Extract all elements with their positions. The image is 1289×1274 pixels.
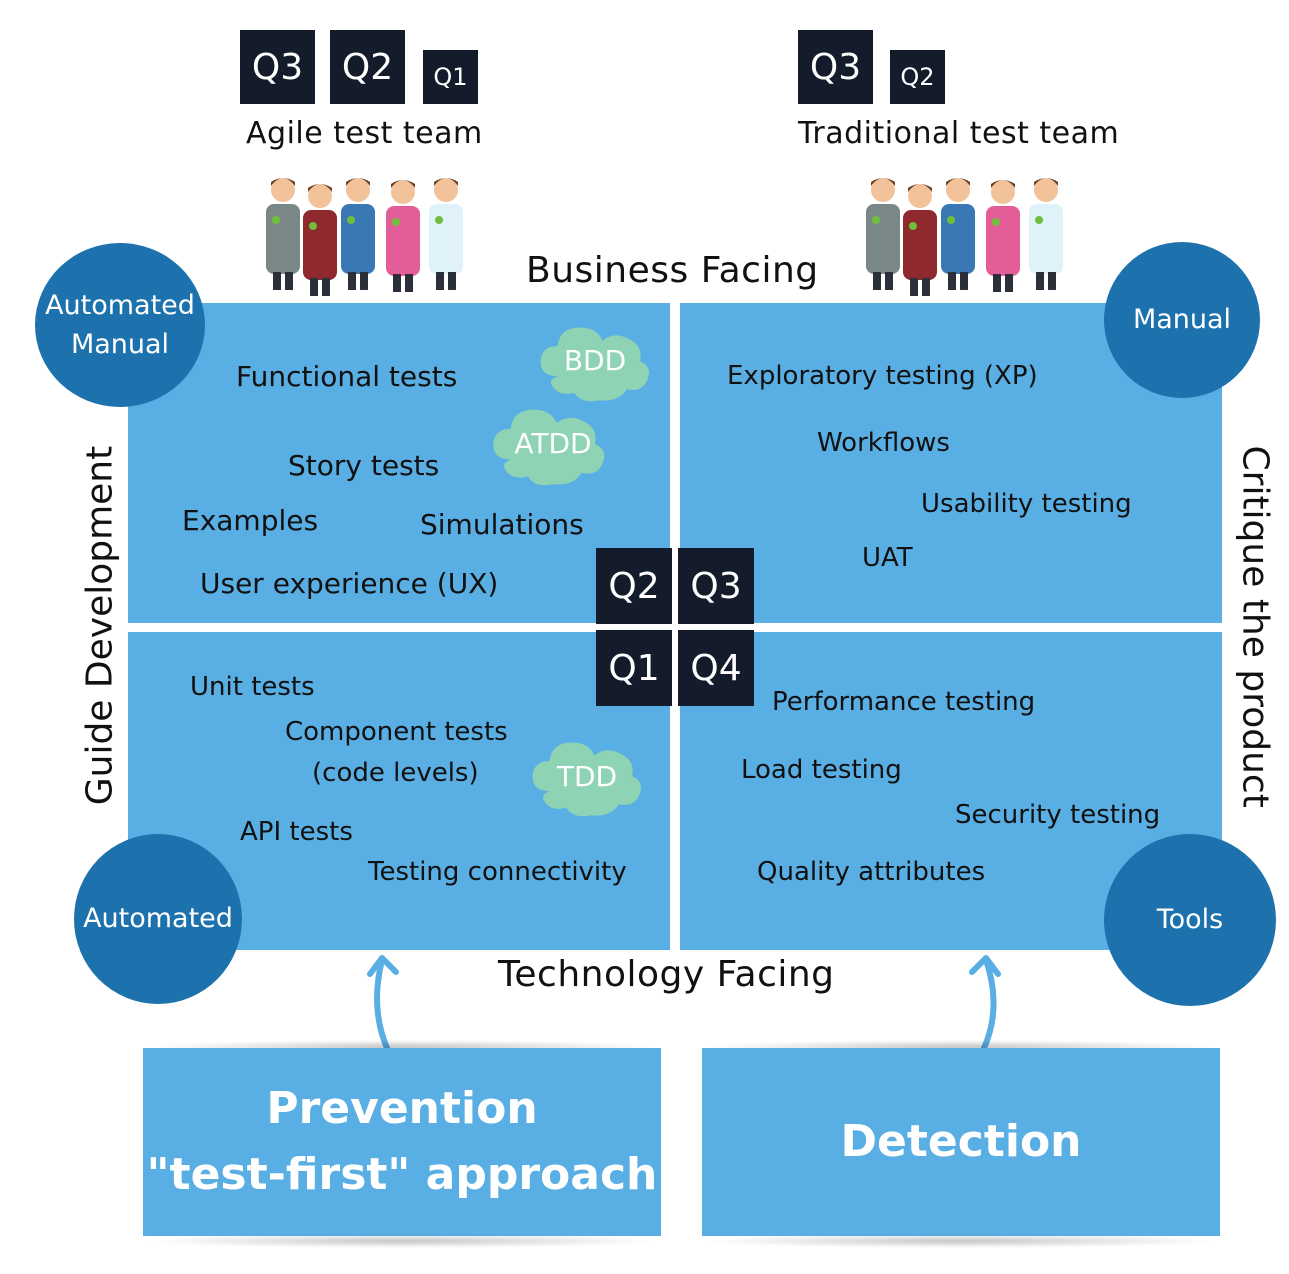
q2-item-examples: Examples — [182, 504, 319, 537]
q1-item-component-tests: Component tests — [285, 717, 508, 747]
agile-badge-q2: Q2 — [330, 30, 405, 104]
q3-item-exploratory-testing: Exploratory testing (XP) — [727, 361, 1038, 391]
prevention-curved-arrow-icon — [367, 955, 399, 1051]
tdd-cloud-label: TDD — [556, 759, 618, 793]
q1-item-unit-tests: Unit tests — [190, 672, 315, 702]
q2-item-simulations: Simulations — [420, 508, 584, 541]
center-badge-q2: Q2 — [596, 548, 672, 624]
automated-manual-circle: Automated Manual — [35, 243, 205, 407]
prevention-subtitle: "test-first" approach — [146, 1149, 658, 1200]
q3-item-usability-testing: Usability testing — [921, 489, 1132, 519]
detection-box: Detection — [702, 1048, 1220, 1236]
center-badge-q4: Q4 — [678, 630, 754, 706]
traditional-team-label: Traditional test team — [798, 116, 1120, 151]
guide-development-label: Guide Development — [79, 445, 121, 806]
automated-circle: Automated — [74, 834, 242, 1004]
q2-item-user-experience: User experience (UX) — [200, 567, 499, 600]
q2-item-story-tests: Story tests — [288, 449, 440, 482]
center-badge-q1: Q1 — [596, 630, 672, 706]
center-badge-q3: Q3 — [678, 548, 754, 624]
q4-item-quality-attributes: Quality attributes — [757, 857, 986, 887]
circle-line-automated: Automated — [45, 289, 195, 321]
detection-bottom-shadow — [702, 1234, 1220, 1248]
q4-item-load-testing: Load testing — [741, 755, 902, 785]
detection-curved-arrow-icon — [969, 955, 1001, 1051]
traditional-badge-q2: Q2 — [890, 50, 945, 104]
technology-facing-label: Technology Facing — [498, 954, 835, 995]
agile-badge-q3: Q3 — [240, 30, 315, 104]
q1-item-code-levels: (code levels) — [312, 758, 479, 788]
agile-team-label: Agile test team — [246, 116, 483, 151]
prevention-box: Prevention "test-first" approach — [143, 1048, 661, 1236]
prevention-title: Prevention — [266, 1083, 538, 1134]
traditional-badge-q3: Q3 — [798, 30, 873, 104]
q3-item-workflows: Workflows — [817, 428, 950, 458]
manual-circle: Manual — [1104, 242, 1260, 398]
tools-circle: Tools — [1104, 834, 1276, 1006]
q1-item-api-tests: API tests — [240, 817, 353, 847]
prevention-bottom-shadow — [143, 1234, 661, 1248]
bdd-cloud-label: BDD — [563, 343, 627, 377]
business-facing-label: Business Facing — [526, 250, 819, 291]
q2-item-functional-tests: Functional tests — [236, 360, 458, 393]
q1-item-testing-connectivity: Testing connectivity — [368, 857, 627, 887]
agile-team-people-icon — [266, 178, 463, 296]
atdd-cloud-label: ATDD — [514, 426, 592, 460]
q4-item-performance-testing: Performance testing — [772, 687, 1036, 717]
traditional-team-people-icon — [866, 178, 1063, 296]
q3-item-uat: UAT — [862, 543, 913, 573]
circle-line-manual: Manual — [70, 329, 170, 360]
critique-product-label: Critique the product — [1234, 445, 1276, 808]
q4-item-security-testing: Security testing — [955, 800, 1161, 830]
agile-badge-q1: Q1 — [423, 50, 478, 104]
